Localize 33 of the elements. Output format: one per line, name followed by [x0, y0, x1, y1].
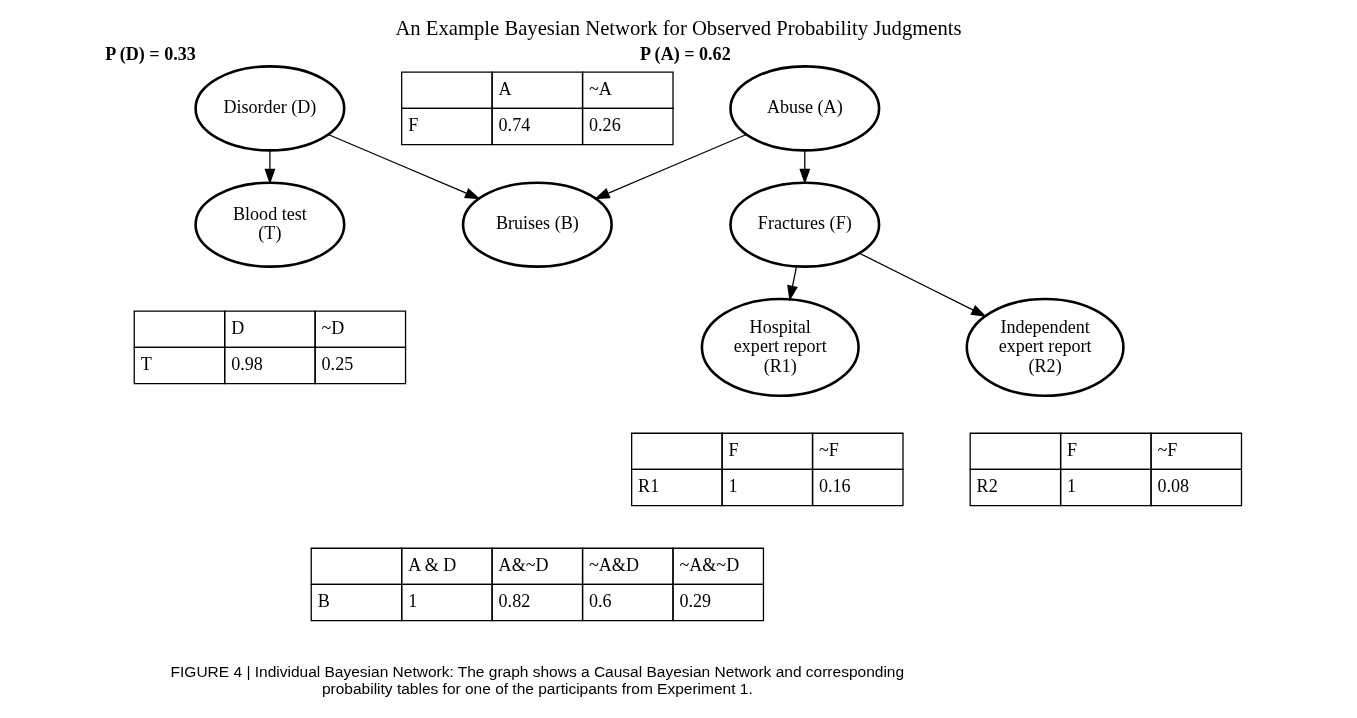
label: 0.26 [589, 115, 621, 136]
label: 0.74 [498, 115, 531, 136]
label: T [140, 354, 152, 375]
node-label: P (D) = 0.33 [105, 44, 196, 65]
label: B [317, 591, 330, 612]
label: F [728, 440, 739, 461]
label: ~A&~D [679, 555, 740, 576]
label: ~F [819, 440, 839, 461]
label: 0.6 [589, 591, 612, 612]
label: 0.98 [231, 354, 263, 375]
label: A [498, 79, 512, 100]
label: 0.08 [1157, 476, 1190, 497]
caption: FIGURE 4 | Individual Bayesian Network: The graph shows a Causal Bayesian Network and corresponding probability tables for one of the participants from Experiment 1. [170, 662, 905, 697]
label: F [1067, 440, 1078, 461]
label: 0.25 [321, 354, 354, 375]
label: 0.29 [679, 591, 712, 612]
label: 1 [728, 476, 738, 497]
diagram-title: An Example Bayesian Network for Observed Probability Judgments [395, 17, 962, 40]
node-label: P (A) = 0.62 [640, 44, 731, 65]
label: D [231, 318, 245, 339]
label: R1 [638, 476, 660, 497]
label: ~D [321, 318, 345, 339]
label: 0.16 [819, 476, 851, 497]
label: 1 [1067, 476, 1077, 497]
label: A & D [408, 555, 457, 576]
label: ~A [589, 79, 612, 100]
label: ~A&D [589, 555, 639, 576]
label: 1 [408, 591, 418, 612]
label: A&~D [498, 555, 549, 576]
label: ~F [1157, 440, 1178, 461]
label: R2 [976, 476, 998, 497]
label: 0.82 [498, 591, 531, 612]
label: F [408, 115, 419, 136]
